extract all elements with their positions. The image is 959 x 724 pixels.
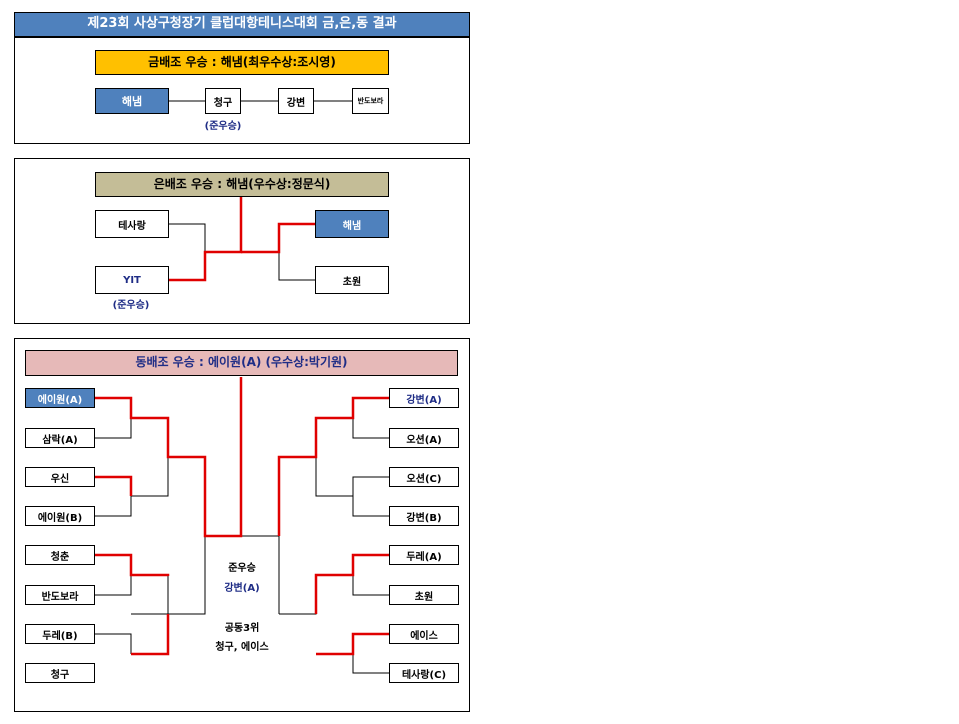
silver-header: 은배조 우승 : 해냄(우수상:정문식) — [95, 172, 389, 197]
third-place-title: 공동3위 — [224, 623, 260, 634]
runner-up-title: 준우승 — [228, 563, 256, 574]
bronze-team-box: 청춘 — [25, 545, 95, 565]
bronze-team-box: 청구 — [25, 663, 95, 683]
bronze-team-box: 우신 — [25, 467, 95, 487]
bronze-team-box: 테사랑(C) — [389, 663, 459, 683]
silver-bracket-lines — [151, 197, 315, 282]
silver-team-box: 해냄 — [315, 210, 389, 238]
gold-runner-up-label: (준우승) — [204, 121, 242, 132]
silver-team-box: YIT — [95, 266, 169, 294]
bronze-team-box: 강변(B) — [389, 506, 459, 526]
silver-runner-up-label: (준우승) — [112, 300, 150, 311]
page-title: 제23회 사상구청장기 클럽대항테니스대회 금,은,동 결과 — [14, 12, 470, 37]
bronze-team-box: 오션(A) — [389, 428, 459, 448]
bronze-bracket-lines — [95, 377, 389, 674]
gold-team-box: 반도보라 — [352, 88, 389, 114]
silver-team-box: 테사랑 — [95, 210, 169, 238]
runner-up-team: 강변(A) — [224, 583, 260, 594]
gold-team-box: 강변 — [278, 88, 314, 114]
bronze-team-box: 에이스 — [389, 624, 459, 644]
bronze-team-box: 반도보라 — [25, 585, 95, 605]
bronze-team-box: 에이원(A) — [25, 388, 95, 408]
gold-team-box: 청구 — [205, 88, 241, 114]
bronze-team-box: 삼락(A) — [25, 428, 95, 448]
gold-header: 금배조 우승 : 해냄(최우수상:조시영) — [95, 50, 389, 75]
bronze-team-box: 강변(A) — [389, 388, 459, 408]
gold-team-box: 해냄 — [95, 88, 169, 114]
bronze-header: 동배조 우승 : 에이원(A) (우수상:박기원) — [25, 350, 458, 376]
silver-team-box: 초원 — [315, 266, 389, 294]
third-place-teams: 청구, 에이스 — [215, 642, 269, 653]
bronze-team-box: 오션(C) — [389, 467, 459, 487]
bronze-team-box: 초원 — [389, 585, 459, 605]
bronze-team-box: 에이원(B) — [25, 506, 95, 526]
bronze-team-box: 두레(A) — [389, 545, 459, 565]
bronze-team-box: 두레(B) — [25, 624, 95, 644]
